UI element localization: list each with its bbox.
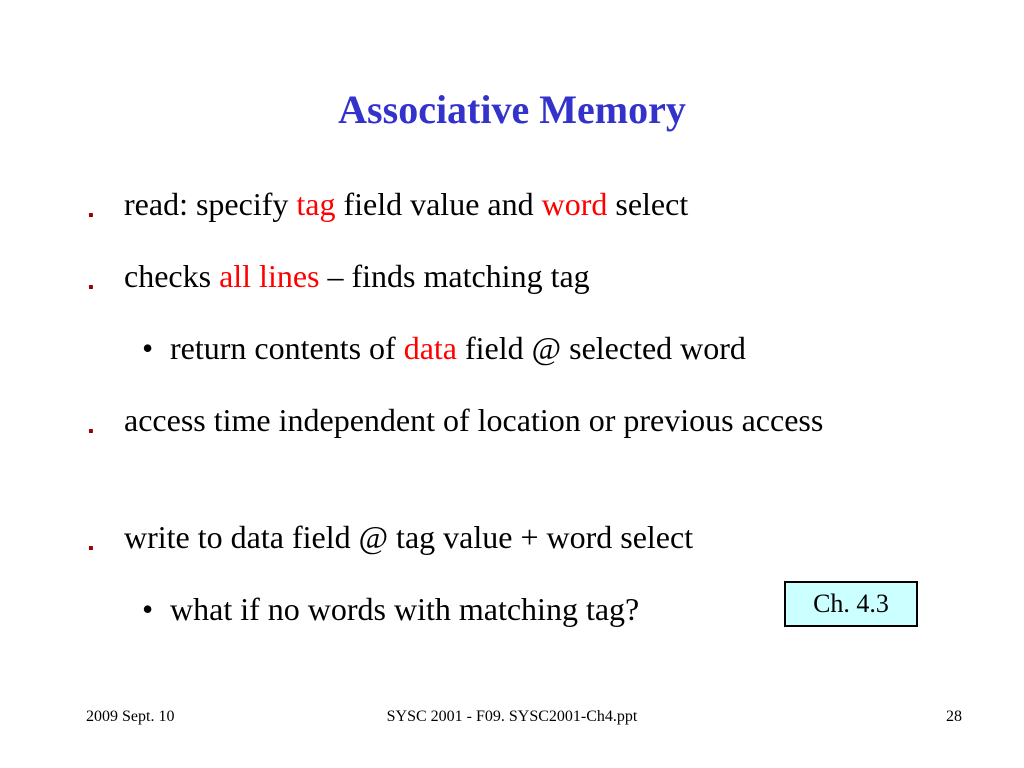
bullet-text: write to data field @ tag value + word s… [124, 519, 694, 555]
square-bullet-icon: ▪ [88, 207, 94, 224]
footer-course: SYSC 2001 - F09. SYSC2001-Ch4.ppt [386, 708, 638, 725]
footer-page-number: 28 [946, 708, 962, 725]
slide-title: Associative Memory [338, 87, 686, 132]
square-bullet-icon: ▪ [88, 279, 94, 296]
dot-bullet-icon: • [142, 591, 154, 627]
square-bullet-icon: ▪ [88, 540, 94, 557]
chapter-reference-box: Ch. 4.3 [784, 581, 918, 627]
highlight-word: word [541, 186, 608, 222]
square-bullet-icon: ▪ [88, 423, 94, 440]
highlight-tag: tag [296, 186, 336, 222]
bullet-text: read: specify tag field value and word s… [124, 186, 689, 222]
highlight-data: data [403, 330, 457, 366]
highlight-all-lines: all lines [219, 258, 320, 294]
bullet-text: access time independent of location or p… [124, 402, 824, 438]
dot-bullet-icon: • [142, 330, 154, 366]
bullet-text: return contents of data field @ selected… [170, 330, 746, 366]
bullet-text: checks all lines – finds matching tag [124, 258, 590, 294]
bullet-text: what if no words with matching tag? [170, 591, 640, 627]
footer-date: 2009 Sept. 10 [86, 708, 175, 725]
